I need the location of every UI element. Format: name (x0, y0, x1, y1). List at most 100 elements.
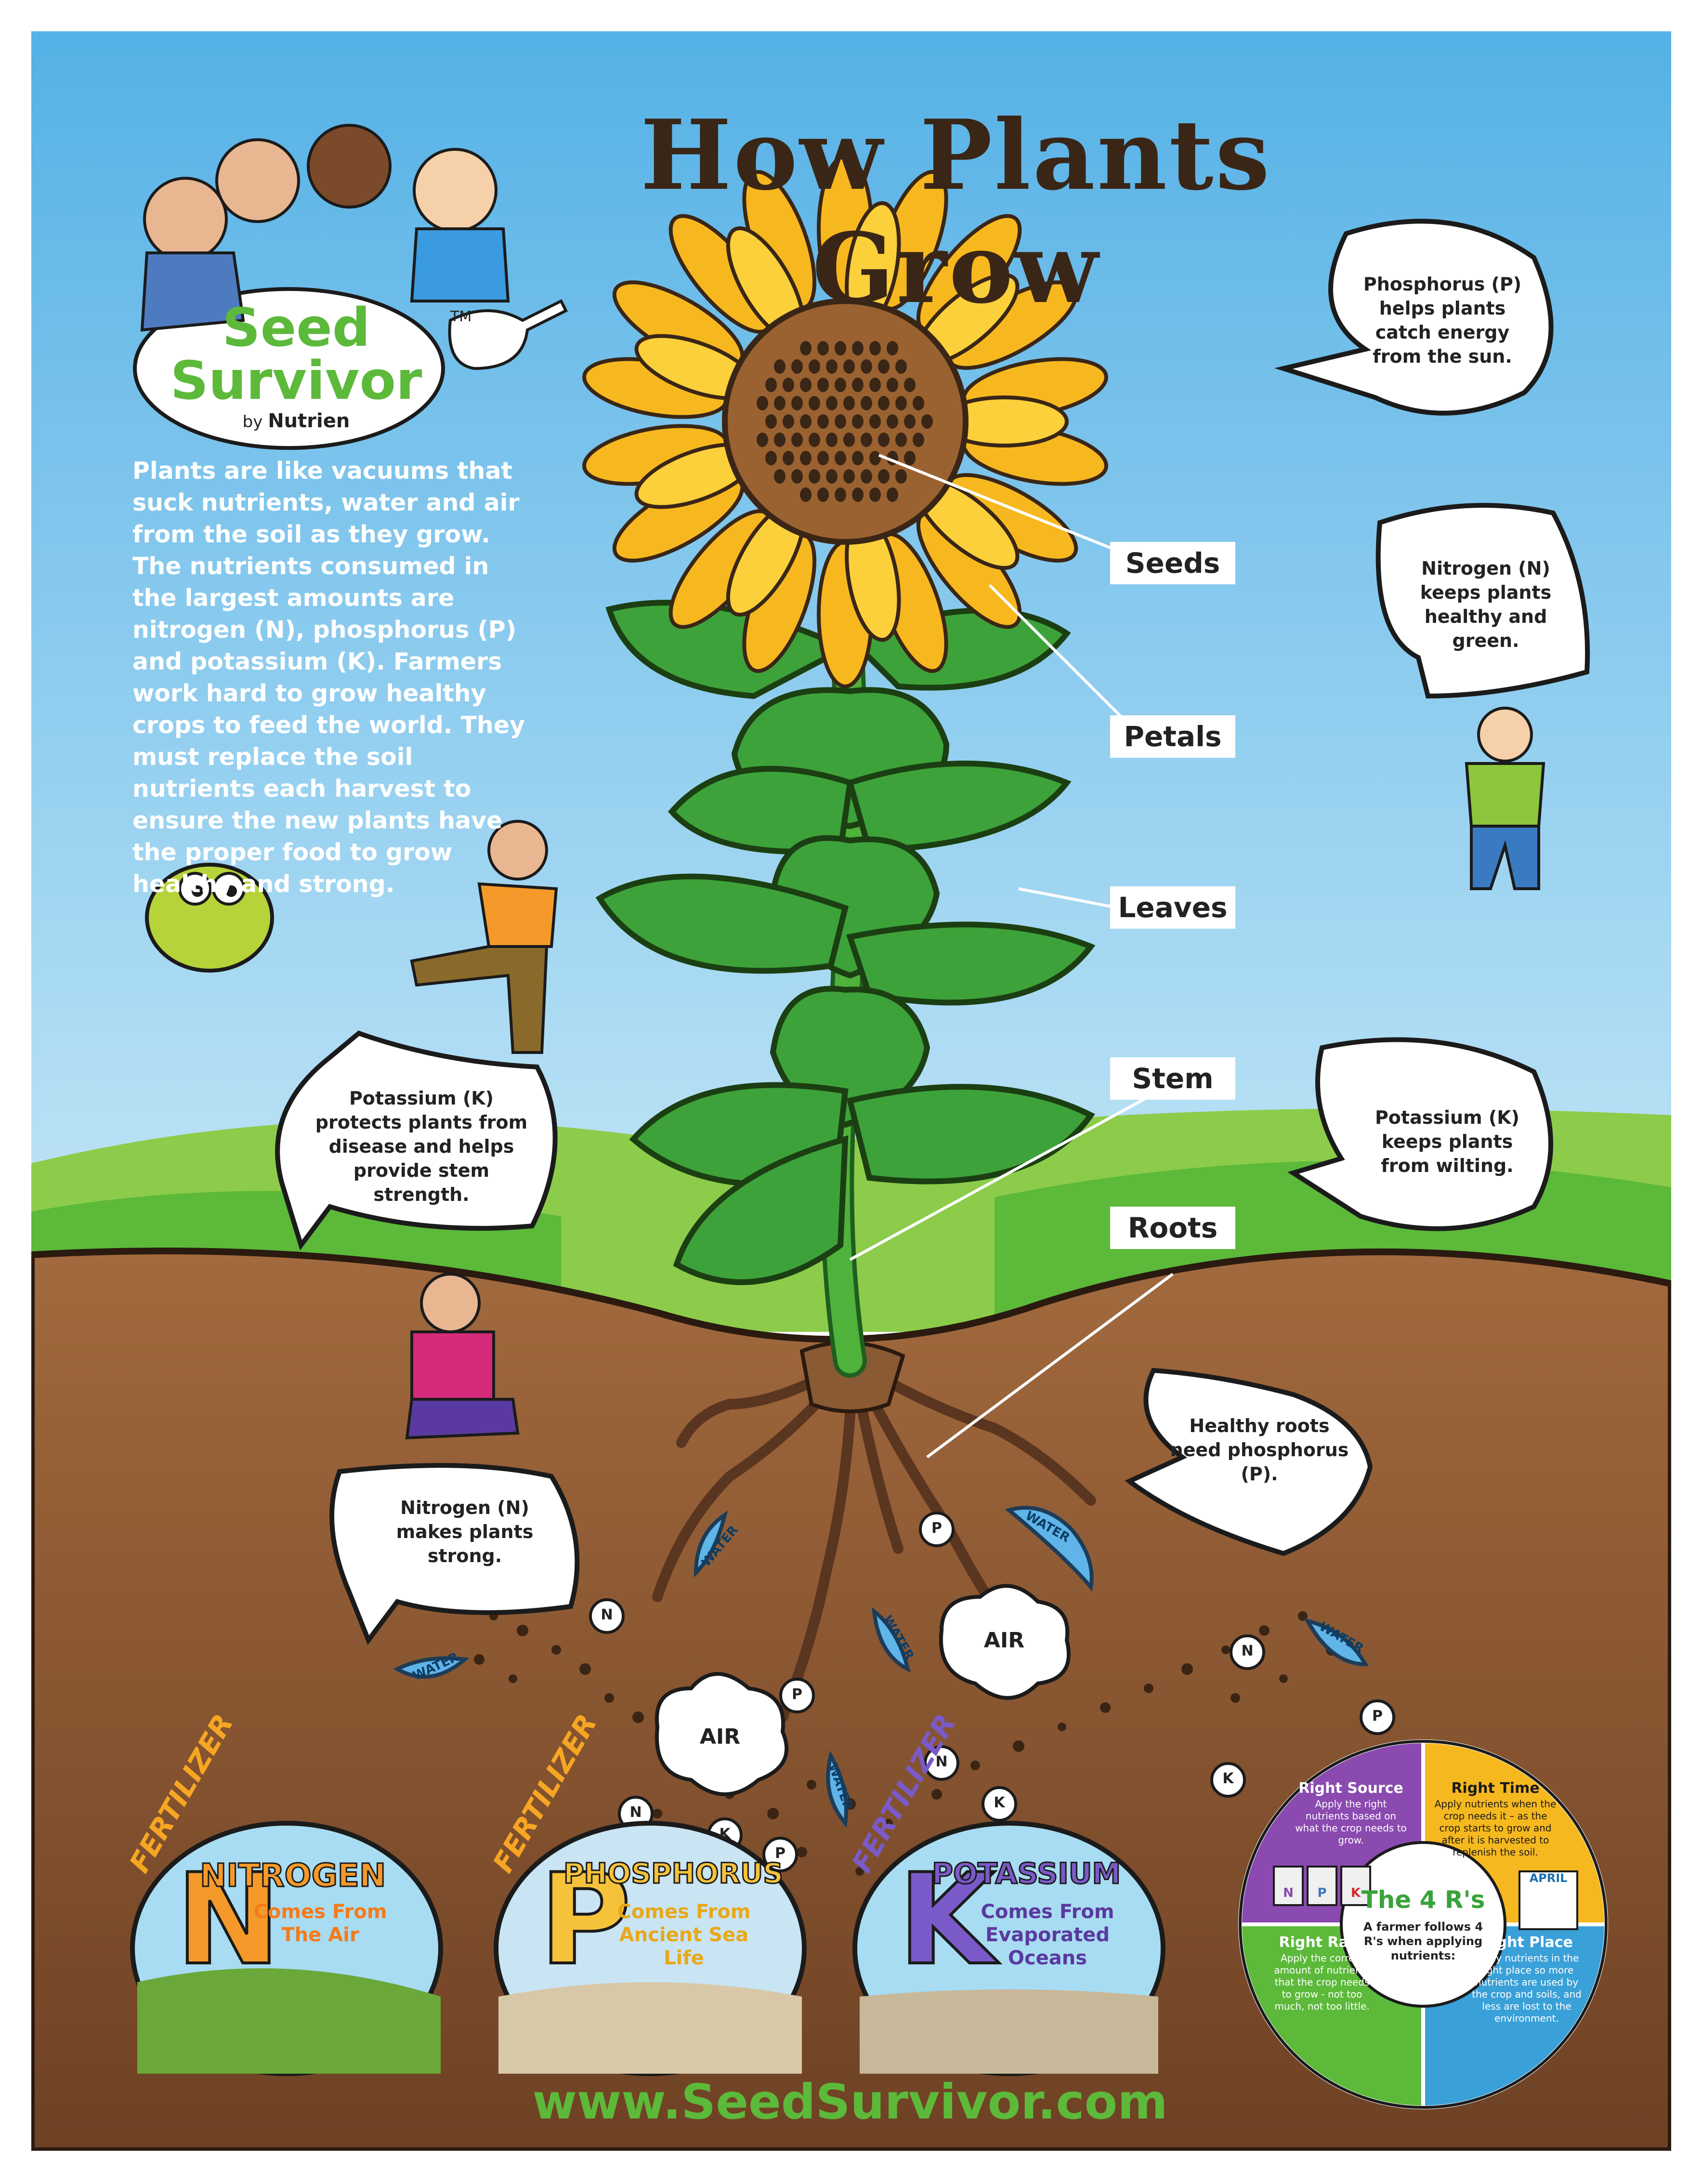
seed-dot (800, 378, 812, 392)
air-clouds (655, 1584, 1071, 1796)
seed-dot (817, 451, 829, 465)
logo-company: Nutrien (268, 410, 350, 432)
token-p: P (792, 1686, 802, 1703)
token-air: AIR (983, 1628, 1025, 1653)
seed-dot (861, 433, 872, 447)
girl-holding-sign (1465, 707, 1545, 890)
label-stem: Stem (1110, 1057, 1235, 1100)
seed-dot (774, 396, 786, 410)
intro-text: Plants are like vacuums that suck nutrie… (132, 457, 525, 898)
seed-dot (843, 433, 855, 447)
logo: Seed Survivor by Nutrien (152, 301, 441, 432)
seed-dot (878, 433, 890, 447)
token-air: AIR (699, 1724, 741, 1749)
seed-dot (878, 396, 890, 410)
seed-dot (826, 433, 838, 447)
seed-dot (809, 396, 820, 410)
seed-dot (869, 487, 881, 502)
bag-letter-n: N (1283, 1886, 1294, 1900)
badge-title: NITROGEN (199, 1856, 386, 1895)
bacteria-character (145, 863, 274, 973)
seed-dot (835, 414, 846, 429)
token-k: K (1222, 1770, 1234, 1787)
seed-dot (887, 414, 898, 429)
seed-dot (800, 451, 812, 465)
seed-dot (800, 341, 812, 355)
seed-dot (791, 433, 803, 447)
seed-dot (861, 469, 872, 484)
water-drops (393, 1506, 1369, 1828)
bubble-phosphorus-sun: Phosphorus (P) helps plants catch energy… (1363, 274, 1522, 367)
illustration: N P K (31, 31, 1671, 2151)
seed-dot (783, 451, 794, 465)
seed-dot (904, 451, 916, 465)
seed-dot (913, 433, 924, 447)
seed-dot (895, 359, 907, 374)
seed-dot (835, 487, 846, 502)
petals (582, 155, 1108, 688)
seed-dot (843, 396, 855, 410)
seed-dot (852, 451, 864, 465)
bubble-potassium-disease: Potassium (K) protects plants from disea… (315, 1088, 528, 1205)
four-rs: Right Source Apply the right nutrients b… (1240, 1741, 1606, 2107)
label-roots: Roots (1110, 1207, 1235, 1249)
badge-subtitle: Comes From Ancient Sea Life (617, 1901, 751, 1969)
token-k: K (994, 1794, 1005, 1811)
seed-dot (852, 487, 864, 502)
leaves (595, 600, 1096, 1285)
token-k: K (719, 1826, 731, 1842)
seed-dot (913, 396, 924, 410)
logo-tm: TM (450, 308, 472, 325)
seed-dot (809, 433, 820, 447)
seed-dot (852, 341, 864, 355)
token-n: N (629, 1804, 642, 1821)
seed-dot (843, 359, 855, 374)
right-time-text: Apply nutrients when the crop needs it –… (1434, 1798, 1557, 1858)
label-seeds: Seeds (1110, 542, 1235, 584)
seed-dot (869, 451, 881, 465)
label-petals: Petals (1110, 715, 1235, 758)
logo-byline: by Nutrien (152, 410, 441, 432)
bag-letter-k: K (1350, 1886, 1361, 1900)
seed-dot (887, 487, 898, 502)
four-rs-title: The 4 R's (1361, 1886, 1485, 1914)
bubble-shapes (275, 219, 1590, 1645)
seed-dot (826, 359, 838, 374)
seed-dot (887, 378, 898, 392)
right-source-heading: Right Source (1298, 1780, 1403, 1797)
seed-dot (835, 451, 846, 465)
right-place-text: Apply nutrients in the right place so mo… (1472, 1952, 1582, 2024)
seed-dot (791, 396, 803, 410)
seed-dot (765, 378, 777, 392)
seed-dots (757, 341, 933, 502)
four-rs-wheel (1238, 1739, 1609, 2110)
seed-dot (774, 433, 786, 447)
label-leaves: Leaves (1110, 886, 1235, 929)
right-place-heading: Right Place (1480, 1934, 1573, 1951)
seed-dot (895, 433, 907, 447)
seed-dot (791, 469, 803, 484)
seed-dot (861, 359, 872, 374)
token-p: P (931, 1520, 942, 1537)
seed-dot (800, 487, 812, 502)
seed-dot (895, 469, 907, 484)
four-rs-subtitle: A farmer follows 4 R's when applying nut… (1363, 1920, 1483, 1962)
seed-dot (765, 414, 777, 429)
badge-shapes: N P K (130, 1821, 1165, 2076)
seed-dot (852, 378, 864, 392)
seed-dot (843, 469, 855, 484)
seed-dot (783, 414, 794, 429)
website-link[interactable]: www.SeedSurvivor.com (532, 2074, 1168, 2130)
seed-dot (835, 341, 846, 355)
seed-dot (835, 378, 846, 392)
calendar-month: APRIL (1529, 1871, 1568, 1885)
girl-sitting (405, 1273, 520, 1440)
badge-title: PHOSPHORUS (563, 1856, 784, 1891)
seed-dot (904, 378, 916, 392)
right-source-text: Apply the right nutrients based on what … (1295, 1798, 1407, 1846)
bubble-roots-phosphorus: Healthy roots need phosphorus (P). (1170, 1415, 1349, 1485)
seed-dot (852, 414, 864, 429)
badge-letter-k: K (898, 1847, 1000, 1993)
bubble-nitrogen-green: Nitrogen (N) keeps plants healthy and gr… (1420, 558, 1552, 651)
right-time-heading: Right Time (1451, 1780, 1540, 1797)
